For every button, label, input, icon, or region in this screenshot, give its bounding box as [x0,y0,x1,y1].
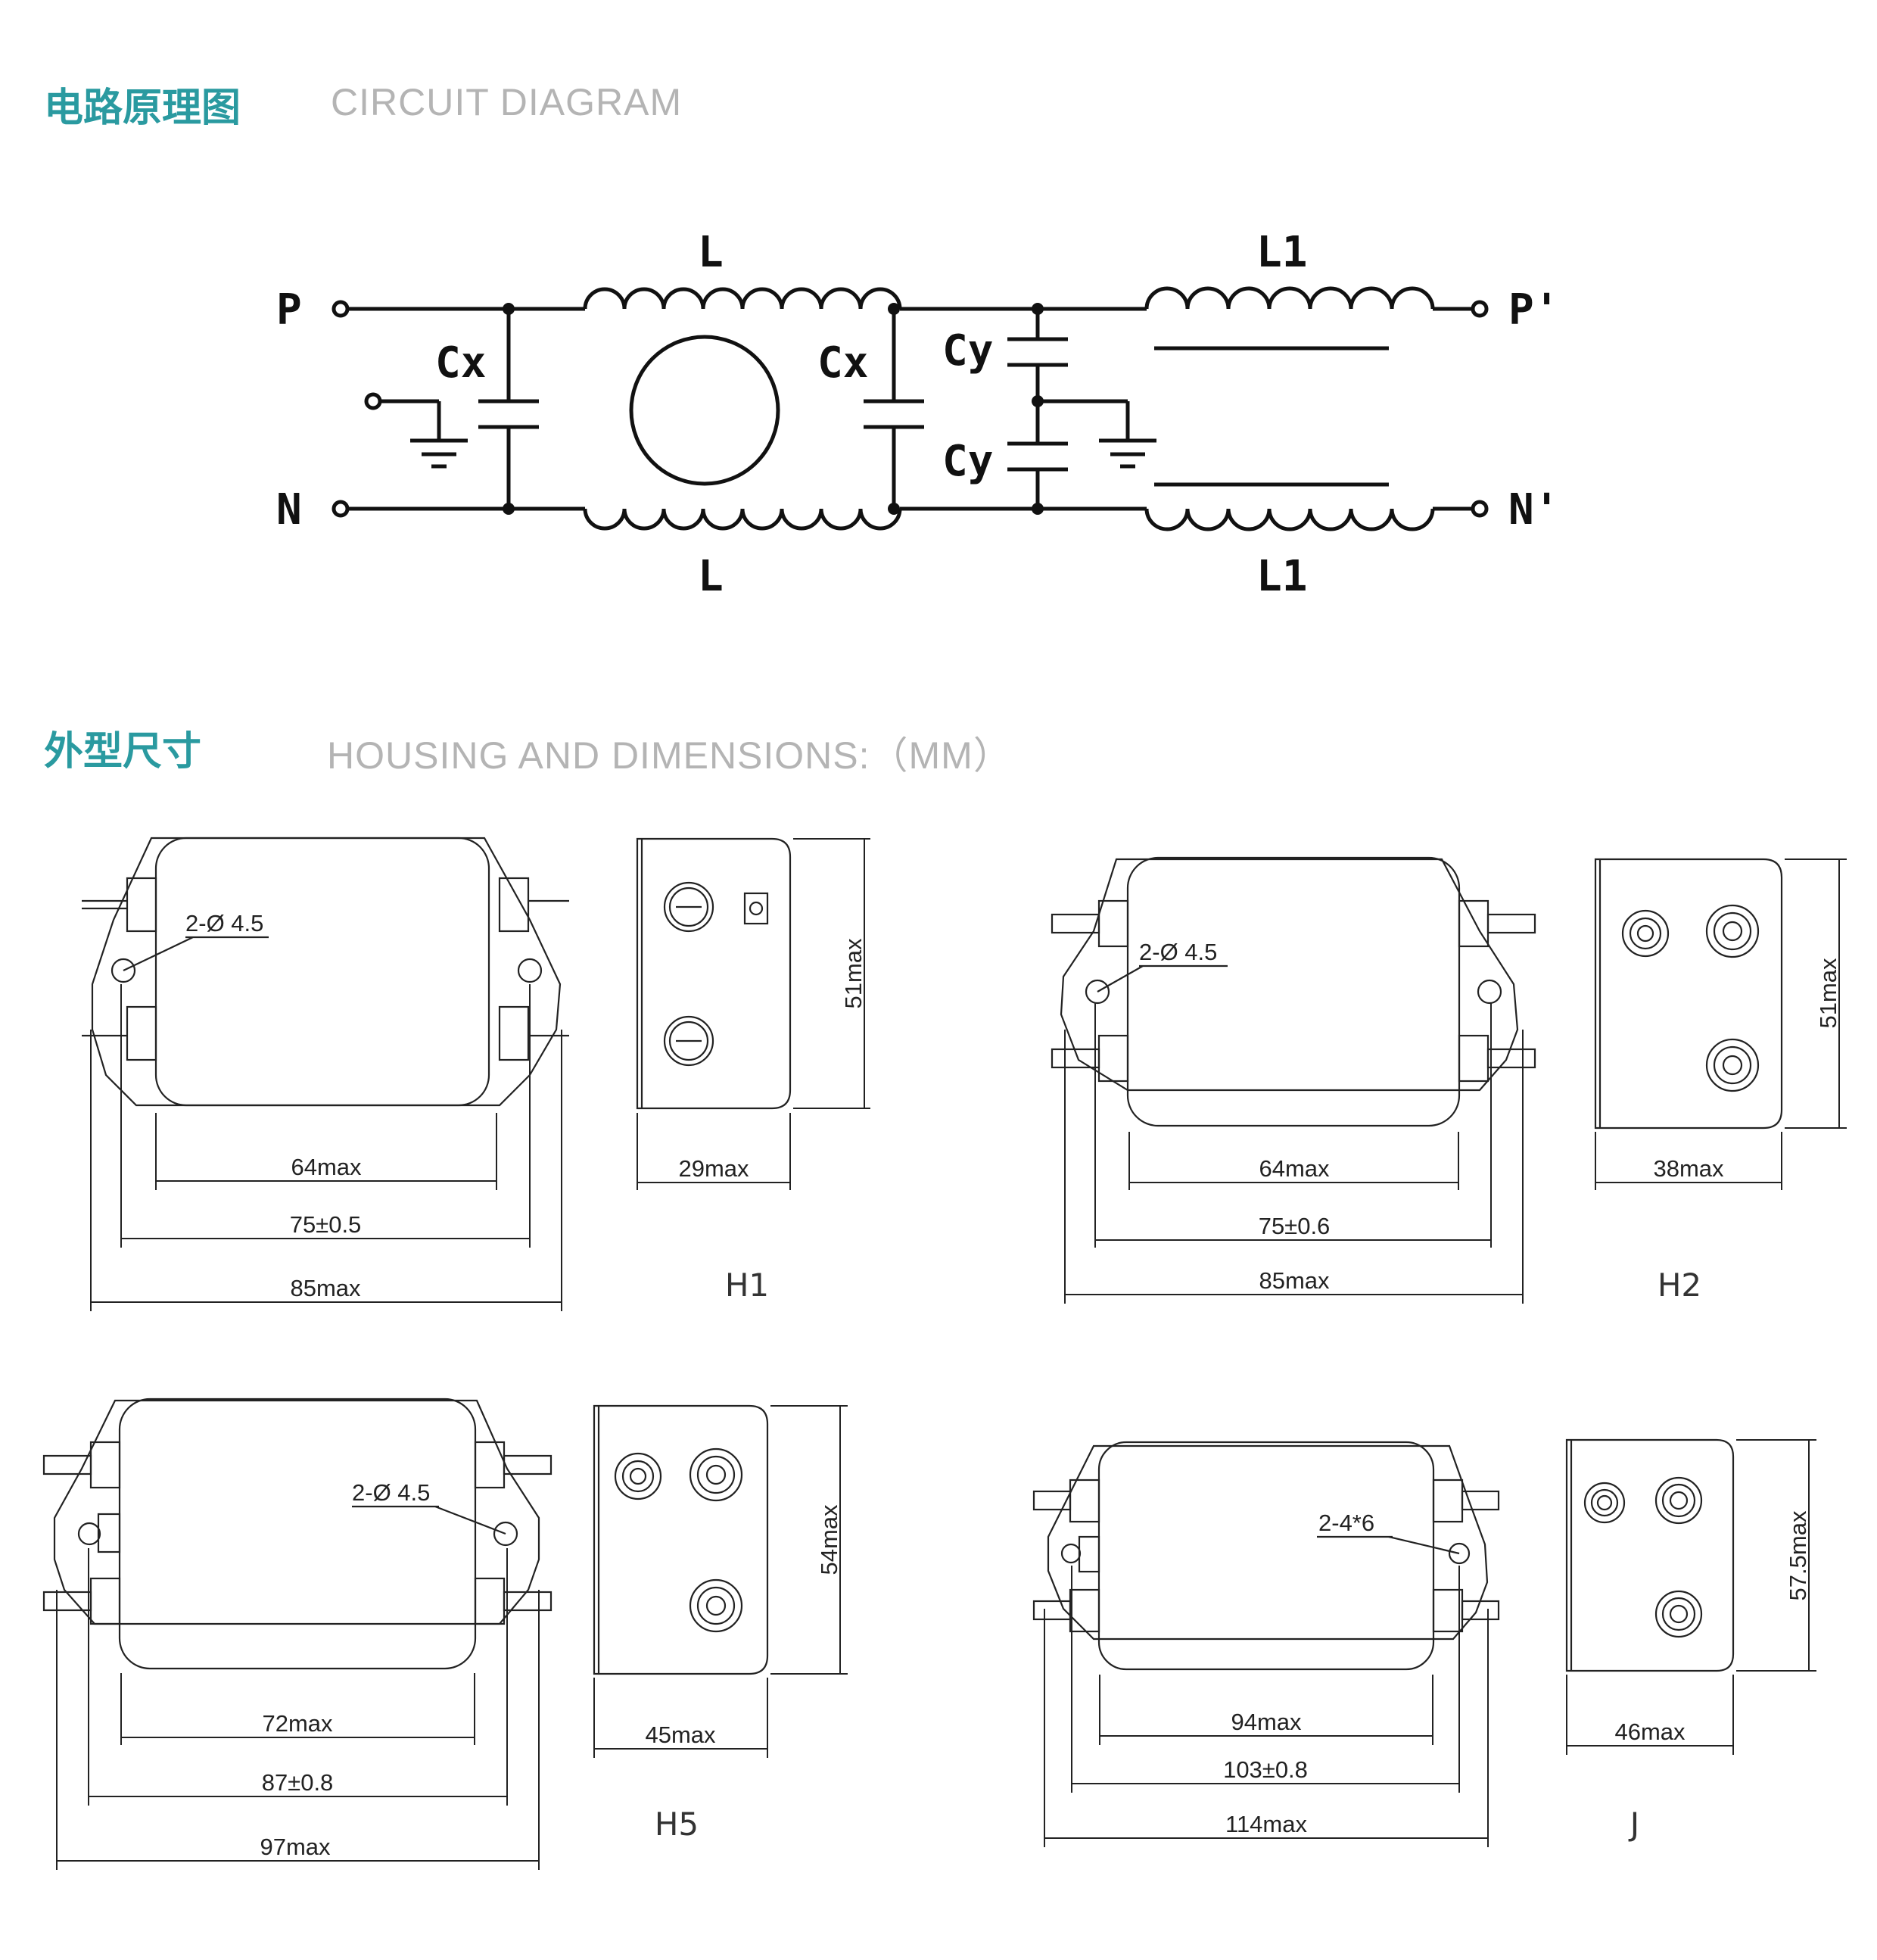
circuit-diagram: P N P' N' L L L1 L1 Cx Cx Cy Cy [276,228,1559,601]
h2-hole-label: 2-Ø 4.5 [1139,939,1217,965]
model-h2-front-view: 2-Ø 4.5 64max 75±0.6 85max [1051,856,1536,1304]
h2-depth: 38max [1653,1155,1724,1182]
terminal-n-label: N [276,485,302,534]
h1-hole-spacing: 75±0.5 [290,1211,362,1238]
h1-height: 51max [840,938,867,1009]
terminal-n-out-label: N' [1508,485,1559,534]
j-hole-label: 2-4*6 [1318,1510,1374,1536]
h1-inner-width: 64max [291,1154,362,1180]
circuit-bottom-line [332,500,1489,531]
circuit-top-line [332,286,1489,318]
cx-right-capacitor [864,303,924,515]
h5-depth: 45max [645,1722,716,1748]
cy-bottom-label: Cy [942,437,993,486]
j-depth: 46max [1614,1719,1686,1745]
model-j-side-view: 57.5max 46max [1565,1438,1816,1755]
circuit-diagram-title-en: CIRCUIT DIAGRAM [331,81,683,123]
inductor-l-top-label: L [698,228,724,277]
circuit-diagram-title-cn: 电路原理图 [44,86,241,131]
model-j-name: J [1628,1806,1639,1843]
h5-hole-label: 2-Ø 4.5 [352,1479,430,1506]
model-h5-side-view: 54max 45max [593,1404,848,1758]
h1-total-width: 85max [290,1275,361,1301]
model-h1-front-view: 2-Ø 4.5 64max 75±0.5 85max [82,837,569,1311]
inductor-l-bottom-label: L [698,552,724,601]
model-h1-side-view: 51max 29max [636,837,870,1190]
choke-core [629,335,780,486]
j-total-width: 114max [1225,1811,1307,1837]
h2-inner-width: 64max [1259,1155,1330,1182]
model-h2-name: H2 [1658,1267,1701,1304]
model-j-front-view: 2-4*6 94max 103±0.8 114max [1032,1441,1500,1847]
h1-depth: 29max [678,1155,749,1182]
cy-capacitors [1007,303,1156,515]
cy-top-label: Cy [942,326,993,375]
h2-height: 51max [1815,958,1841,1029]
h5-height: 54max [816,1504,842,1575]
h5-inner-width: 72max [262,1710,333,1737]
h5-total-width: 97max [260,1834,331,1860]
h2-hole-spacing: 75±0.6 [1259,1213,1331,1239]
model-h5-name: H5 [655,1806,699,1843]
cx-right-label: Cx [817,338,868,388]
h2-total-width: 85max [1259,1267,1330,1294]
inductor-l1-bottom-label: L1 [1256,552,1307,601]
j-height: 57.5max [1785,1510,1811,1600]
model-h5-front-view: 2-Ø 4.5 72max 87±0.8 97max [42,1398,553,1870]
cx-left-label: Cx [435,338,486,388]
model-h2-side-view: 51max 38max [1594,858,1847,1190]
terminal-p-out-label: P' [1508,285,1559,335]
model-h1-name: H1 [725,1267,769,1304]
cx-left-capacitor [478,303,539,515]
pe-ground-terminal [364,392,468,469]
h5-hole-spacing: 87±0.8 [262,1769,334,1796]
j-inner-width: 94max [1231,1709,1302,1735]
inductor-l1-top-label: L1 [1256,228,1307,277]
h1-hole-label: 2-Ø 4.5 [185,910,263,936]
terminal-p-label: P [276,285,302,335]
housing-title-en: HOUSING AND DIMENSIONS:（MM） [327,734,1012,777]
housing-title-cn: 外型尺寸 [44,729,202,774]
j-hole-spacing: 103±0.8 [1223,1756,1308,1783]
